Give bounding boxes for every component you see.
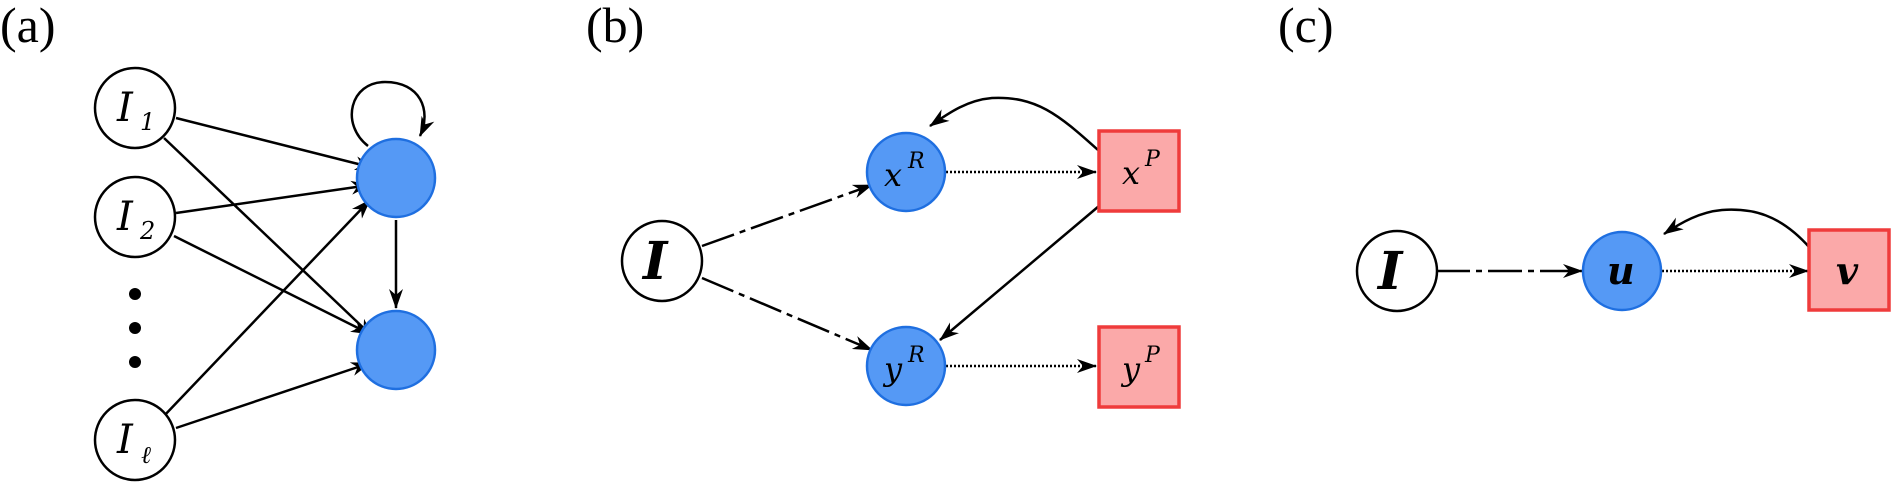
input-node-l: I ℓ	[93, 398, 177, 482]
node-y-p-base: y	[1120, 350, 1141, 388]
node-x-r-base: x	[884, 156, 902, 194]
panel-c: (c) I u v	[1278, 0, 1891, 313]
node-x-p-sup: P	[1144, 147, 1161, 172]
node-u: u	[1581, 230, 1663, 312]
input-c-label: I	[1376, 241, 1404, 302]
input-node-c: I	[1355, 229, 1439, 313]
node-u-label: u	[1607, 248, 1635, 293]
panel-a: (a) I 1 I 2 I ℓ	[0, 0, 437, 482]
input-node-1: I 1	[93, 66, 177, 150]
edge-i-to-yr	[701, 276, 873, 352]
edge-xp-to-xr	[929, 96, 1099, 151]
blue-node-bottom	[355, 309, 437, 391]
input-2-base: I	[116, 194, 134, 240]
edge-il-to-bottom	[175, 361, 371, 430]
vertical-ellipsis	[129, 288, 141, 368]
input-b-label: I	[641, 231, 669, 292]
edge-i2-to-top	[175, 180, 371, 215]
input-l-sub: ℓ	[141, 441, 151, 469]
node-y-p: y P	[1097, 325, 1181, 409]
node-y-r-sup: R	[907, 343, 925, 368]
input-1-base: I	[116, 85, 134, 131]
input-1-sub: 1	[140, 108, 155, 136]
edge-il-to-top	[161, 199, 371, 419]
edge-v-to-u	[1663, 208, 1811, 249]
input-2-sub: 2	[139, 217, 155, 245]
panel-c-label: (c)	[1278, 0, 1334, 53]
node-y-p-sup: P	[1144, 343, 1161, 368]
node-x-r: x R	[865, 131, 947, 213]
node-x-p: x P	[1097, 129, 1181, 213]
input-node-b: I	[620, 219, 704, 303]
node-y-r: y R	[865, 325, 947, 407]
self-loop	[350, 80, 435, 147]
panel-b: (b) I x R y R x P	[586, 0, 1181, 409]
panel-a-label: (a)	[0, 0, 56, 53]
input-node-2: I 2	[93, 175, 177, 259]
input-l-base: I	[116, 417, 134, 463]
node-v: v	[1807, 228, 1891, 312]
edge-i1-to-top	[175, 116, 375, 171]
node-v-label: v	[1836, 248, 1859, 293]
edge-i-to-xr	[701, 183, 873, 248]
edge-xp-to-yr	[939, 205, 1100, 341]
panel-b-label: (b)	[586, 0, 644, 53]
node-x-r-sup: R	[907, 149, 925, 174]
edge-i3-to-bottom	[173, 234, 371, 336]
blue-node-top	[355, 137, 437, 219]
edge-i1-to-bottom	[163, 137, 374, 338]
node-y-r-base: y	[882, 350, 903, 388]
node-x-p-base: x	[1122, 154, 1140, 192]
